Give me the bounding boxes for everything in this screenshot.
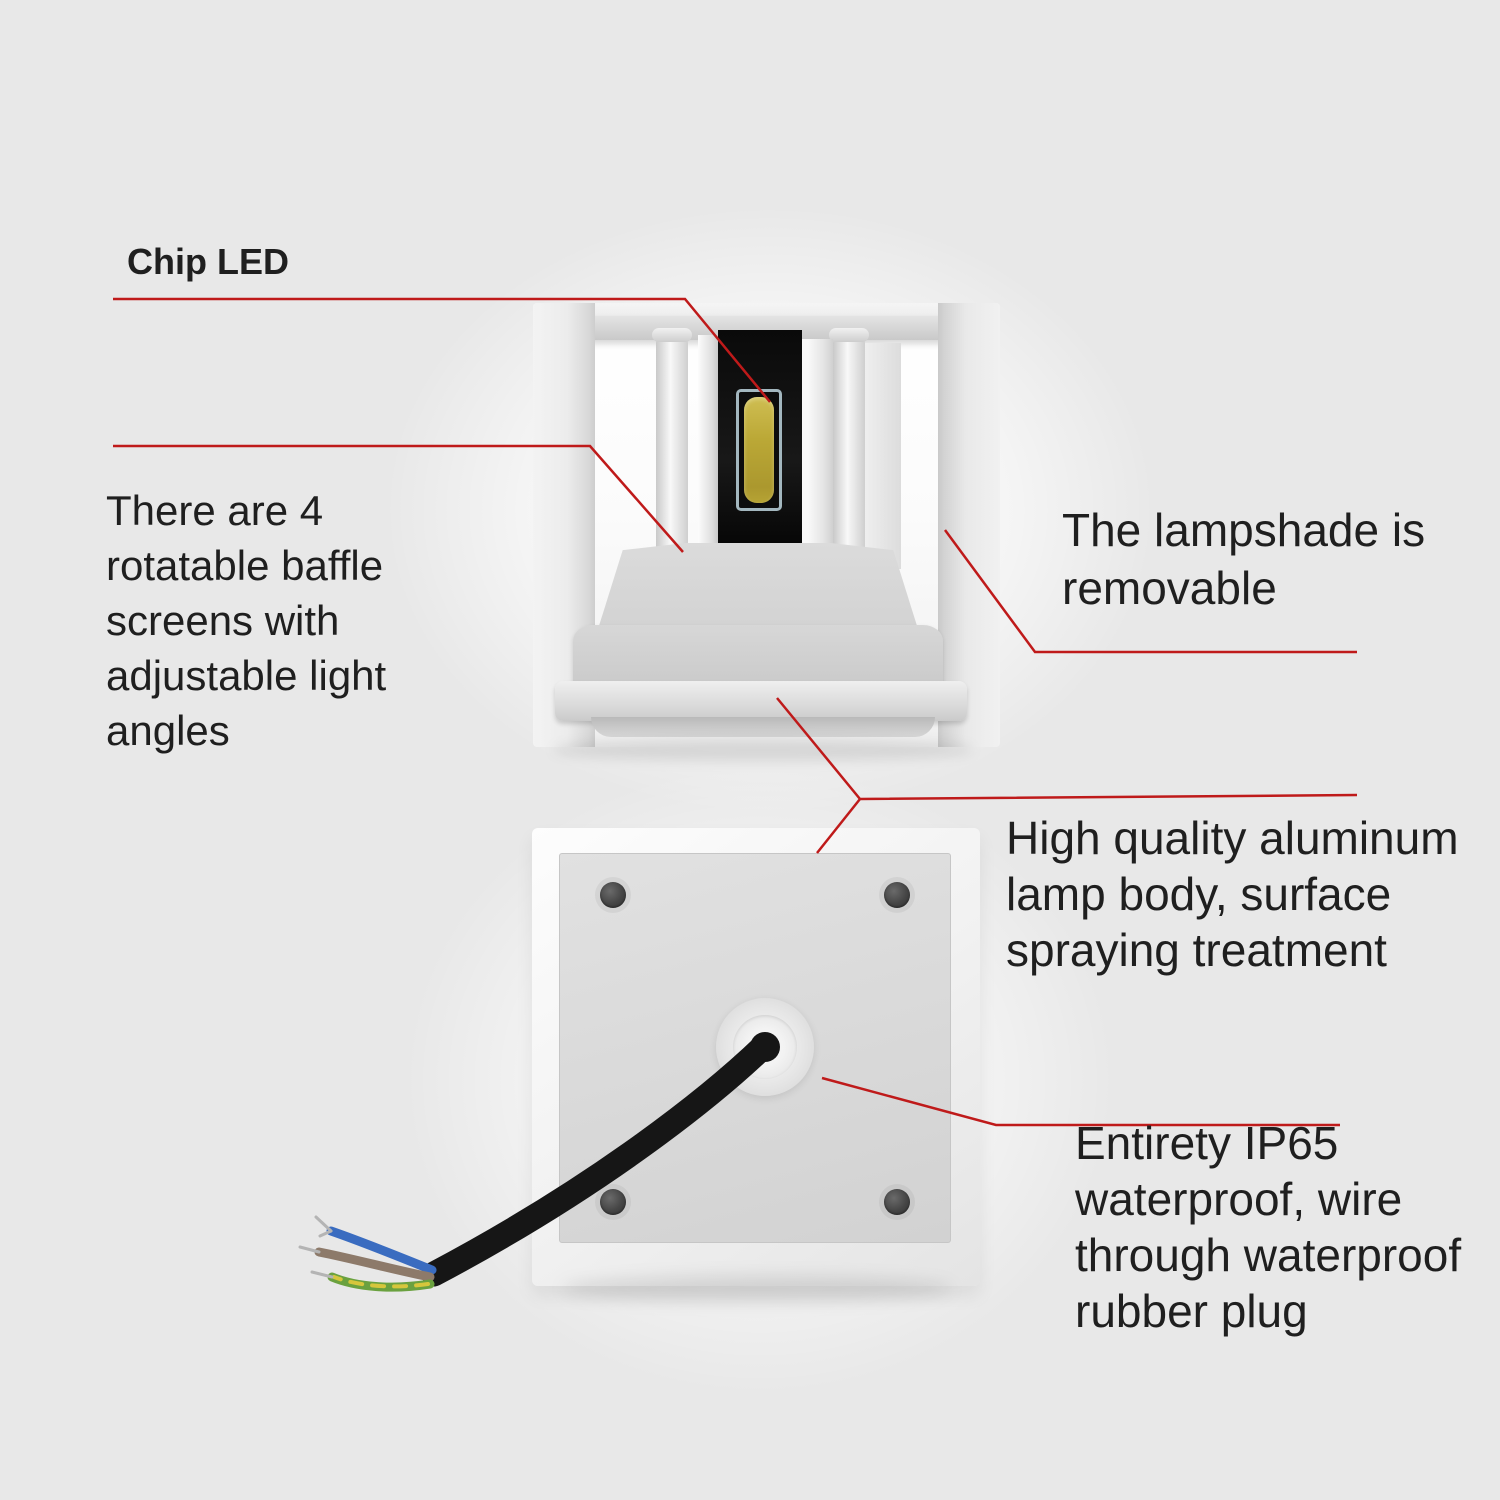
lampshade-line-1: The lampshade is — [1062, 504, 1426, 556]
bottom-shade-plate — [555, 681, 967, 721]
baffle-line-2: rotatable baffle — [106, 542, 384, 589]
waterproof-line-4: rubber plug — [1075, 1285, 1308, 1337]
lamp-body-label: High quality aluminum lamp body, surface… — [1006, 810, 1459, 978]
lamp-body-line-1: High quality aluminum — [1006, 812, 1459, 864]
waterproof-line-1: Entirety IP65 — [1075, 1117, 1339, 1169]
front-lamp-shadow — [553, 739, 973, 761]
lampshade-right-wall — [938, 303, 1000, 747]
waterproof-label: Entirety IP65 waterproof, wire through w… — [1075, 1115, 1461, 1339]
lampshade-line-2: removable — [1062, 562, 1277, 614]
bare-wire-tips — [298, 1215, 334, 1279]
lamp-body-line-3: spraying treatment — [1006, 924, 1387, 976]
yellow-wire-stripe — [332, 1275, 430, 1289]
baffle-line-1: There are 4 — [106, 487, 324, 534]
lamp-body-line-2: lamp body, surface — [1006, 868, 1392, 920]
lamp-back-view — [532, 828, 980, 1286]
waterproof-line-3: through waterproof — [1075, 1229, 1462, 1281]
left-hinge-pin — [656, 333, 688, 561]
baffle-line-4: adjustable light — [106, 652, 387, 699]
lamp-front-view — [533, 303, 1000, 761]
baffle-line-3: screens with — [106, 597, 340, 644]
led-chip — [744, 397, 774, 503]
bottom-shade-underside — [591, 717, 935, 737]
right-baffle-screen — [802, 339, 833, 567]
chip-led-label: Chip LED — [127, 240, 289, 284]
left-hinge-pin-cap — [652, 328, 692, 342]
right-hinge-pin — [833, 333, 865, 561]
lampshade-label: The lampshade is removable — [1062, 501, 1425, 617]
screw-hole — [884, 882, 910, 908]
screw-hole — [884, 1189, 910, 1215]
baffle-screens-label: There are 4 rotatable baffle screens wit… — [106, 483, 386, 758]
right-baffle-panel — [865, 343, 901, 569]
waterproof-line-2: waterproof, wire — [1075, 1173, 1403, 1225]
left-baffle-screen — [698, 335, 718, 561]
screw-hole — [600, 1189, 626, 1215]
green-wire — [327, 1272, 435, 1292]
baffle-line-5: angles — [106, 707, 230, 754]
cable-hole — [750, 1032, 780, 1062]
brown-wire — [314, 1247, 435, 1282]
chip-led-text: Chip LED — [127, 241, 289, 282]
right-hinge-pin-cap — [829, 328, 869, 342]
blue-wire — [326, 1226, 437, 1275]
screw-hole — [600, 882, 626, 908]
back-lamp-shadow — [562, 1276, 952, 1302]
